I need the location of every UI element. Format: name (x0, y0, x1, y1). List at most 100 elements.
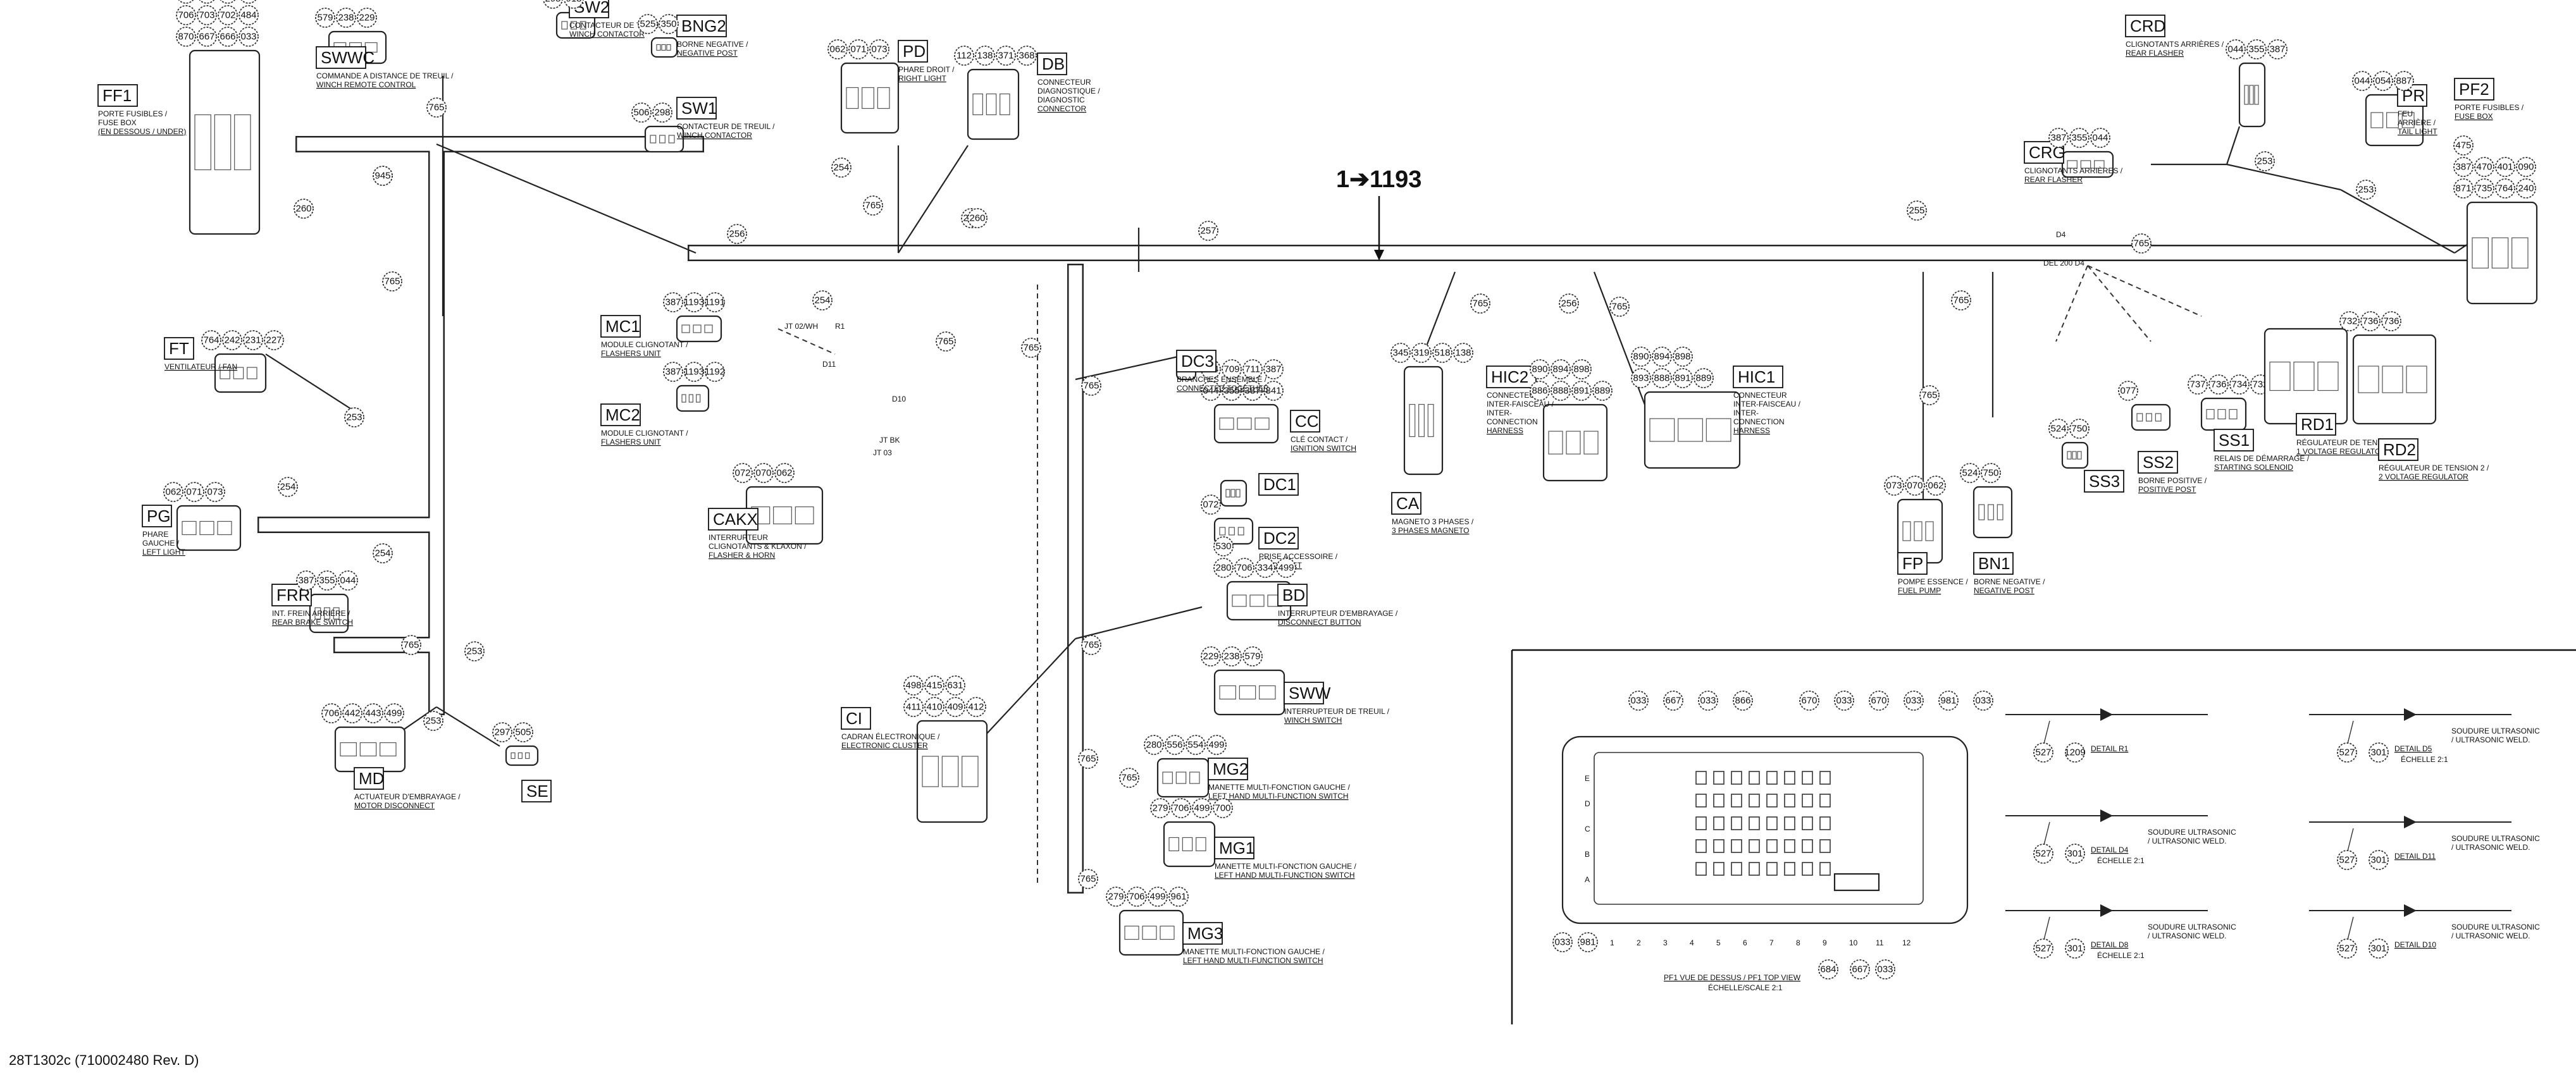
callout-number: 033 (1836, 696, 1852, 706)
part-callout: 227 (264, 330, 284, 350)
connector-code-box (676, 97, 717, 120)
connector-cavity (1427, 403, 1434, 438)
callout-number: 887 (2396, 76, 2412, 87)
callout-number: 411 (906, 702, 921, 713)
connector-code: RD2 (2383, 440, 2416, 459)
callout-circle (382, 271, 402, 292)
callout-number: 524 (2050, 424, 2066, 434)
weld-arrow (2100, 708, 2113, 721)
callout-circle (996, 46, 1016, 66)
callout-circle (1453, 343, 1473, 363)
part-callout: 044 (1201, 381, 1221, 401)
callout-number: 530 (1215, 541, 1231, 552)
callout-number: 527 (2035, 943, 2051, 954)
callout-circle (2394, 71, 2414, 91)
connector-description: FLASHERS UNIT (601, 349, 661, 358)
callout-number: 554 (1187, 740, 1203, 751)
callout-circle (638, 14, 658, 34)
connector-cavity (2229, 408, 2238, 420)
callout-number: 706 (1236, 563, 1252, 574)
callout-circle (513, 722, 533, 742)
connector-cavity (380, 742, 397, 757)
connector-cavity (561, 21, 568, 30)
connector-cavity (2206, 408, 2215, 420)
connector-cavity (681, 394, 686, 403)
connector-code: MG2 (1213, 759, 1248, 778)
part-callout: 735 (2474, 178, 2494, 199)
connector-cavity (1225, 489, 1230, 498)
callout-circle (733, 463, 753, 483)
connector-cavity (704, 324, 713, 333)
callout-circle (1390, 343, 1411, 363)
connector-code: MD (359, 769, 384, 788)
connector-cavity (517, 752, 523, 759)
callout-number: 355 (1223, 386, 1239, 396)
callout-number: 229 (359, 13, 375, 23)
connector-code: MG3 (1187, 924, 1223, 943)
callout-number: 301 (2067, 849, 2083, 859)
connector-body (2352, 334, 2437, 425)
connector-cavity (2077, 451, 2082, 460)
callout-circle (201, 330, 221, 350)
callout-circle (2048, 128, 2069, 148)
callout-circle (1234, 558, 1254, 578)
connector-description: PHARE DROIT / (898, 65, 955, 74)
connector-description: 1 VOLTAGE REGULATOR (2296, 447, 2386, 456)
pin-cavity (1802, 862, 1813, 876)
part-callout: 706 (1127, 887, 1147, 907)
callout-circle (176, 5, 196, 25)
connector-body (1213, 403, 1279, 444)
callout-number: 240 (2518, 183, 2534, 194)
callout-number: 033 (1975, 696, 1991, 706)
part-callout: 033 (1552, 932, 1573, 952)
callout-number: 044 (2227, 44, 2243, 55)
callout-circle (705, 292, 725, 312)
callout-circle (363, 703, 383, 723)
connector-body (2200, 397, 2247, 431)
connector-body (334, 726, 406, 773)
part-callout: 871 (2453, 178, 2474, 199)
connector-description: HARNESS (1487, 426, 1523, 435)
weld-note: / ULTRASONIC WELD. (2451, 843, 2530, 852)
part-callout: 1192 (705, 362, 725, 382)
callout-number: 253 (466, 646, 482, 657)
connector-description: INTERRUPTEUR D'EMBRAYAGE / (1278, 609, 1398, 618)
connector-cavity (233, 367, 244, 379)
connector-description: MOTOR DISCONNECT (354, 801, 435, 810)
callout-circle (903, 697, 924, 717)
part-callout: 260 (967, 208, 988, 228)
callout-circle (342, 703, 362, 723)
connector-body (916, 720, 988, 823)
part-callout: 368 (1017, 46, 1037, 66)
weld-note: SOUDURE ULTRASONIC (2451, 727, 2540, 735)
part-callout: 887 (2394, 71, 2414, 91)
pin-cavity (1784, 839, 1795, 853)
callout-number: 890 (1633, 352, 1649, 362)
connector-description: WINCH CONTACTOR (677, 131, 752, 140)
connector-cavity (962, 756, 979, 787)
connector-cavity (2067, 160, 2078, 169)
callout-number: 033 (1630, 696, 1646, 706)
connector-cavity (1902, 521, 1911, 541)
part-callout: 765 (1470, 293, 1490, 314)
part-callout: 579 (1242, 646, 1263, 666)
detail-leader (2346, 916, 2354, 943)
part-callout: 765 (1081, 635, 1101, 655)
callout-circle (1206, 735, 1227, 755)
callout-circle (684, 292, 704, 312)
part-callout: 443 (363, 703, 383, 723)
connector-cavity (1237, 417, 1252, 430)
part-callout: 891 (1673, 368, 1693, 388)
column-label: 8 (1796, 938, 1800, 947)
callout-circle (1834, 691, 1854, 711)
connector-code: BNG2 (681, 16, 726, 35)
callout-circle (1663, 691, 1683, 711)
callout-circle (317, 570, 337, 591)
connector-description: REAR FLASHER (2024, 175, 2083, 184)
part-callout: 387 (2267, 39, 2288, 59)
